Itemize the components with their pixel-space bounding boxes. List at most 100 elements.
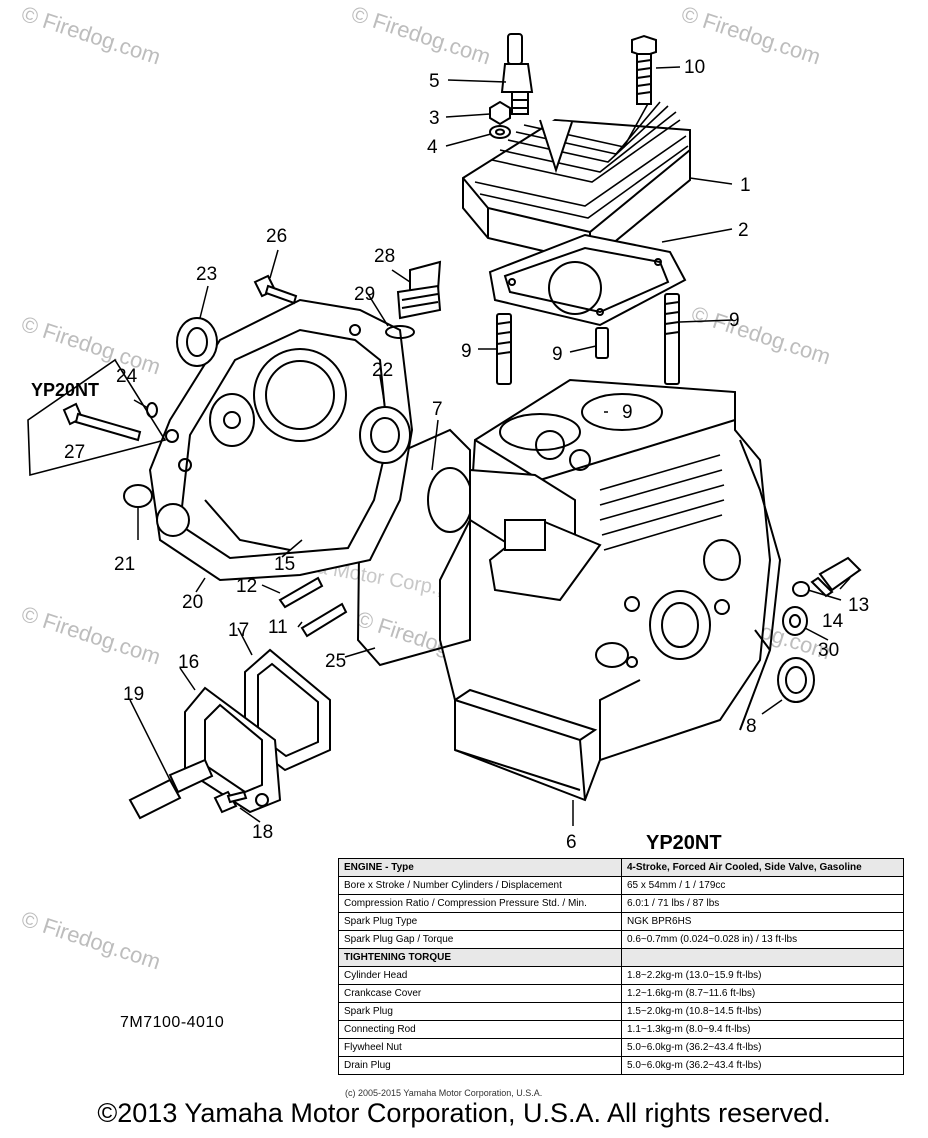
callout-30: 30 (818, 640, 839, 661)
callout-22: 22 (372, 360, 393, 381)
cap (128, 758, 214, 820)
spark-plug (500, 33, 534, 115)
part-number: 7M7100-4010 (120, 1014, 225, 1031)
spec-value (621, 948, 904, 967)
callout-5: 5 (429, 71, 440, 92)
callout-15: 15 (274, 554, 295, 575)
spec-key: Spark Plug (338, 1002, 622, 1021)
spec-value: 0.6~0.7mm (0.024~0.028 in) / 13 ft-lbs (621, 930, 904, 949)
crankcase (439, 378, 782, 802)
spec-value: 5.0~6.0kg-m (36.2~43.4 ft-lbs) (621, 1038, 904, 1057)
spec-key: Crankcase Cover (338, 984, 622, 1003)
oil-seal-outer (176, 317, 218, 367)
spec-value: 5.0~6.0kg-m (36.2~43.4 ft-lbs) (621, 1056, 904, 1075)
watermark: © Firedog.com (18, 311, 163, 379)
spec-key: TIGHTENING TORQUE (338, 948, 622, 967)
spec-key: Cylinder Head (338, 966, 622, 985)
fine-print: (c) 2005-2015 Yamaha Motor Corporation, … (345, 1088, 543, 1098)
watermark: © Firedog.com (18, 601, 163, 669)
callout-7: 7 (432, 399, 443, 420)
callout-27: 27 (64, 442, 85, 463)
spec-value: 1.8~2.2kg-m (13.0~15.9 ft-lbs) (621, 966, 904, 985)
spec-value: 1.1~1.3kg-m (8.0~9.4 ft-lbs) (621, 1020, 904, 1039)
callout-23: 23 (196, 264, 217, 285)
callout-13: 13 (848, 595, 869, 616)
head-bolt (631, 34, 657, 105)
copyright-notice: ©2013 Yamaha Motor Corporation, U.S.A. A… (97, 1098, 831, 1128)
callout-9b: 9 (552, 344, 563, 365)
cover-small-bolt (213, 790, 248, 814)
spec-key: Flywheel Nut (338, 1038, 622, 1057)
callout-labels: 1 2 3 4 5 6 7 8 9 9 9 9 10 11 12 13 14 1… (64, 57, 869, 853)
callout-17: 17 (228, 620, 249, 641)
callout-9d: 9 (729, 310, 740, 331)
callout-16: 16 (178, 652, 199, 673)
inset-model-label: YP20NT (31, 380, 100, 400)
cover-seal-lower (156, 503, 190, 537)
spec-key: Compression Ratio / Compression Pressure… (338, 894, 622, 913)
callout-1: 1 (740, 175, 751, 196)
spec-value: 6.0:1 / 71 lbs / 87 lbs (621, 894, 904, 913)
valve-cover-plate (469, 468, 602, 602)
spec-key: Bore x Stroke / Number Cylinders / Displ… (338, 876, 622, 895)
spec-value: NGK BPR6HS (621, 912, 904, 931)
drain-washer (792, 581, 810, 597)
callout-11: 11 (268, 617, 288, 638)
callout-19: 19 (123, 684, 144, 705)
spec-row: TIGHTENING TORQUE (338, 948, 904, 967)
nut (489, 100, 511, 126)
watermark: © Firedog.com (688, 301, 833, 369)
spec-key: Drain Plug (338, 1056, 622, 1075)
callout-10: 10 (684, 57, 705, 78)
spec-row: Compression Ratio / Compression Pressure… (338, 894, 904, 913)
spec-table-title: YP20NT (646, 832, 722, 854)
callout-24: 24 (116, 366, 138, 387)
o-ring (385, 325, 415, 339)
spec-value: 4-Stroke, Forced Air Cooled, Side Valve,… (621, 858, 904, 877)
spec-value: 65 x 54mm / 1 / 179cc (621, 876, 904, 895)
spec-key: Spark Plug Type (338, 912, 622, 931)
callout-29: 29 (354, 284, 375, 305)
callout-14: 14 (822, 611, 844, 632)
callout-6: 6 (566, 832, 577, 853)
oil-seal-cover (359, 406, 411, 464)
spec-key: ENGINE - Type (338, 858, 622, 877)
spec-key: Connecting Rod (338, 1020, 622, 1039)
studs-lower (278, 576, 348, 638)
callout-12: 12 (236, 576, 257, 597)
callout-26: 26 (266, 226, 287, 247)
callout-9c: 9 (622, 402, 633, 423)
cover-bolt-upper (253, 274, 298, 305)
yp20nt-inset-box (27, 358, 167, 477)
drain-plug (782, 606, 808, 636)
callout-3: 3 (429, 108, 440, 129)
spec-row: Bore x Stroke / Number Cylinders / Displ… (338, 876, 904, 895)
oil-fill-plug (396, 260, 442, 320)
cylinder-head (462, 99, 691, 264)
oil-seal (777, 657, 815, 703)
watermark: © Firedog.com (18, 1, 163, 69)
washer (489, 125, 511, 139)
spec-key: Spark Plug Gap / Torque (338, 930, 622, 949)
spec-value: 1.2~1.6kg-m (8.7~11.6 ft-lbs) (621, 984, 904, 1003)
callout-20: 20 (182, 592, 203, 613)
callout-28: 28 (374, 246, 395, 267)
leader-lines (129, 66, 851, 826)
callout-8: 8 (746, 716, 757, 737)
callout-4: 4 (427, 137, 438, 158)
watermark: © Firedog.com (348, 1, 493, 69)
cover-bolt-lower (62, 402, 142, 442)
callout-21: 21 (114, 554, 135, 575)
callout-25: 25 (325, 651, 346, 672)
